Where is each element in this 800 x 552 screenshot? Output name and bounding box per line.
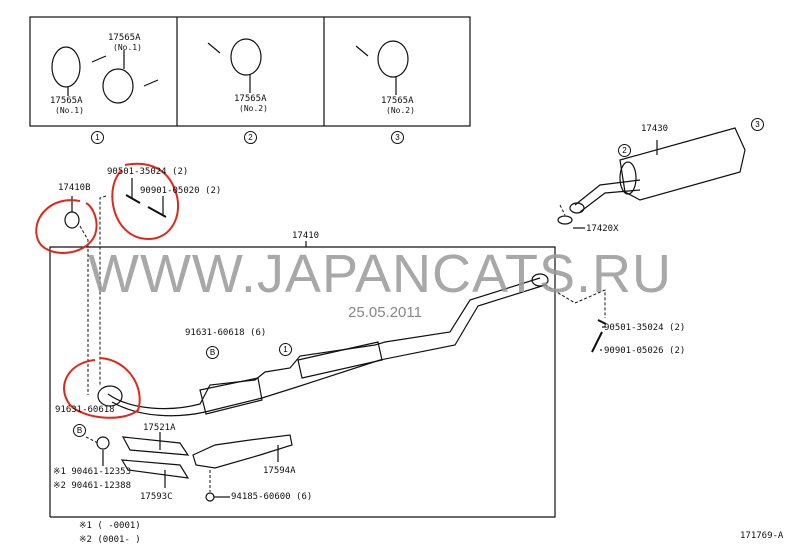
label-17521A: 17521A: [143, 423, 176, 433]
label-nut-insulator: 94185-60600 (6): [231, 492, 313, 502]
figure-id: 171769-A: [740, 531, 784, 541]
label-bolt-rear: 90901-05026 (2): [604, 346, 686, 356]
callout-2-rear: 2: [618, 144, 631, 157]
inset1-label-a: 17565A(No.1): [108, 33, 142, 52]
label-muffler: 17430: [641, 124, 669, 134]
ref-b-upper: B: [206, 346, 219, 359]
label-17594A: 17594A: [263, 466, 296, 476]
label-17593C: 17593C: [140, 492, 173, 502]
label-front-pipe: 17410: [292, 231, 320, 241]
red-highlight-marks: [35, 162, 180, 419]
label-spring-rear: 90501-35024 (2): [604, 323, 686, 333]
muffler-body: [619, 127, 746, 201]
resonator: [297, 341, 383, 379]
label-clamp-1: ※1 90461-12353: [53, 467, 131, 477]
footnote-2: ※2 (0001- ): [79, 535, 141, 545]
inset-frame: [29, 16, 471, 127]
inset1-label-b: 17565A(No.1): [50, 96, 84, 115]
callout-3-rear: 3: [751, 118, 764, 131]
label-gasket-rear: 17420X: [586, 224, 619, 234]
label-nut-upper: 91631-60618 (6): [185, 328, 267, 338]
callout-2: 2: [244, 131, 257, 144]
catalytic-converter: [199, 377, 263, 415]
footnote-1: ※1 ( -0001): [79, 521, 141, 531]
label-clamp-2: ※2 90461-12388: [53, 481, 131, 491]
label-nut-lower: 91631-60618: [55, 405, 115, 415]
watermark: WWW.JAPANCATS.RU: [88, 244, 672, 304]
callout-3: 3: [391, 131, 404, 144]
date-stamp: 25.05.2011: [348, 304, 422, 321]
inset2-label: 17565A(No.2): [234, 94, 268, 113]
label-17410B: 17410B: [58, 183, 91, 193]
label-bolt-front: 90901-05020 (2): [140, 186, 222, 196]
inset3-label: 17565A(No.2): [381, 96, 415, 115]
label-spring-front: 90501-35024 (2): [107, 167, 189, 177]
callout-1-main: 1: [279, 343, 292, 356]
callout-1: 1: [91, 131, 104, 144]
ref-b-lower: B: [73, 424, 86, 437]
mount-rubber: [51, 46, 81, 88]
